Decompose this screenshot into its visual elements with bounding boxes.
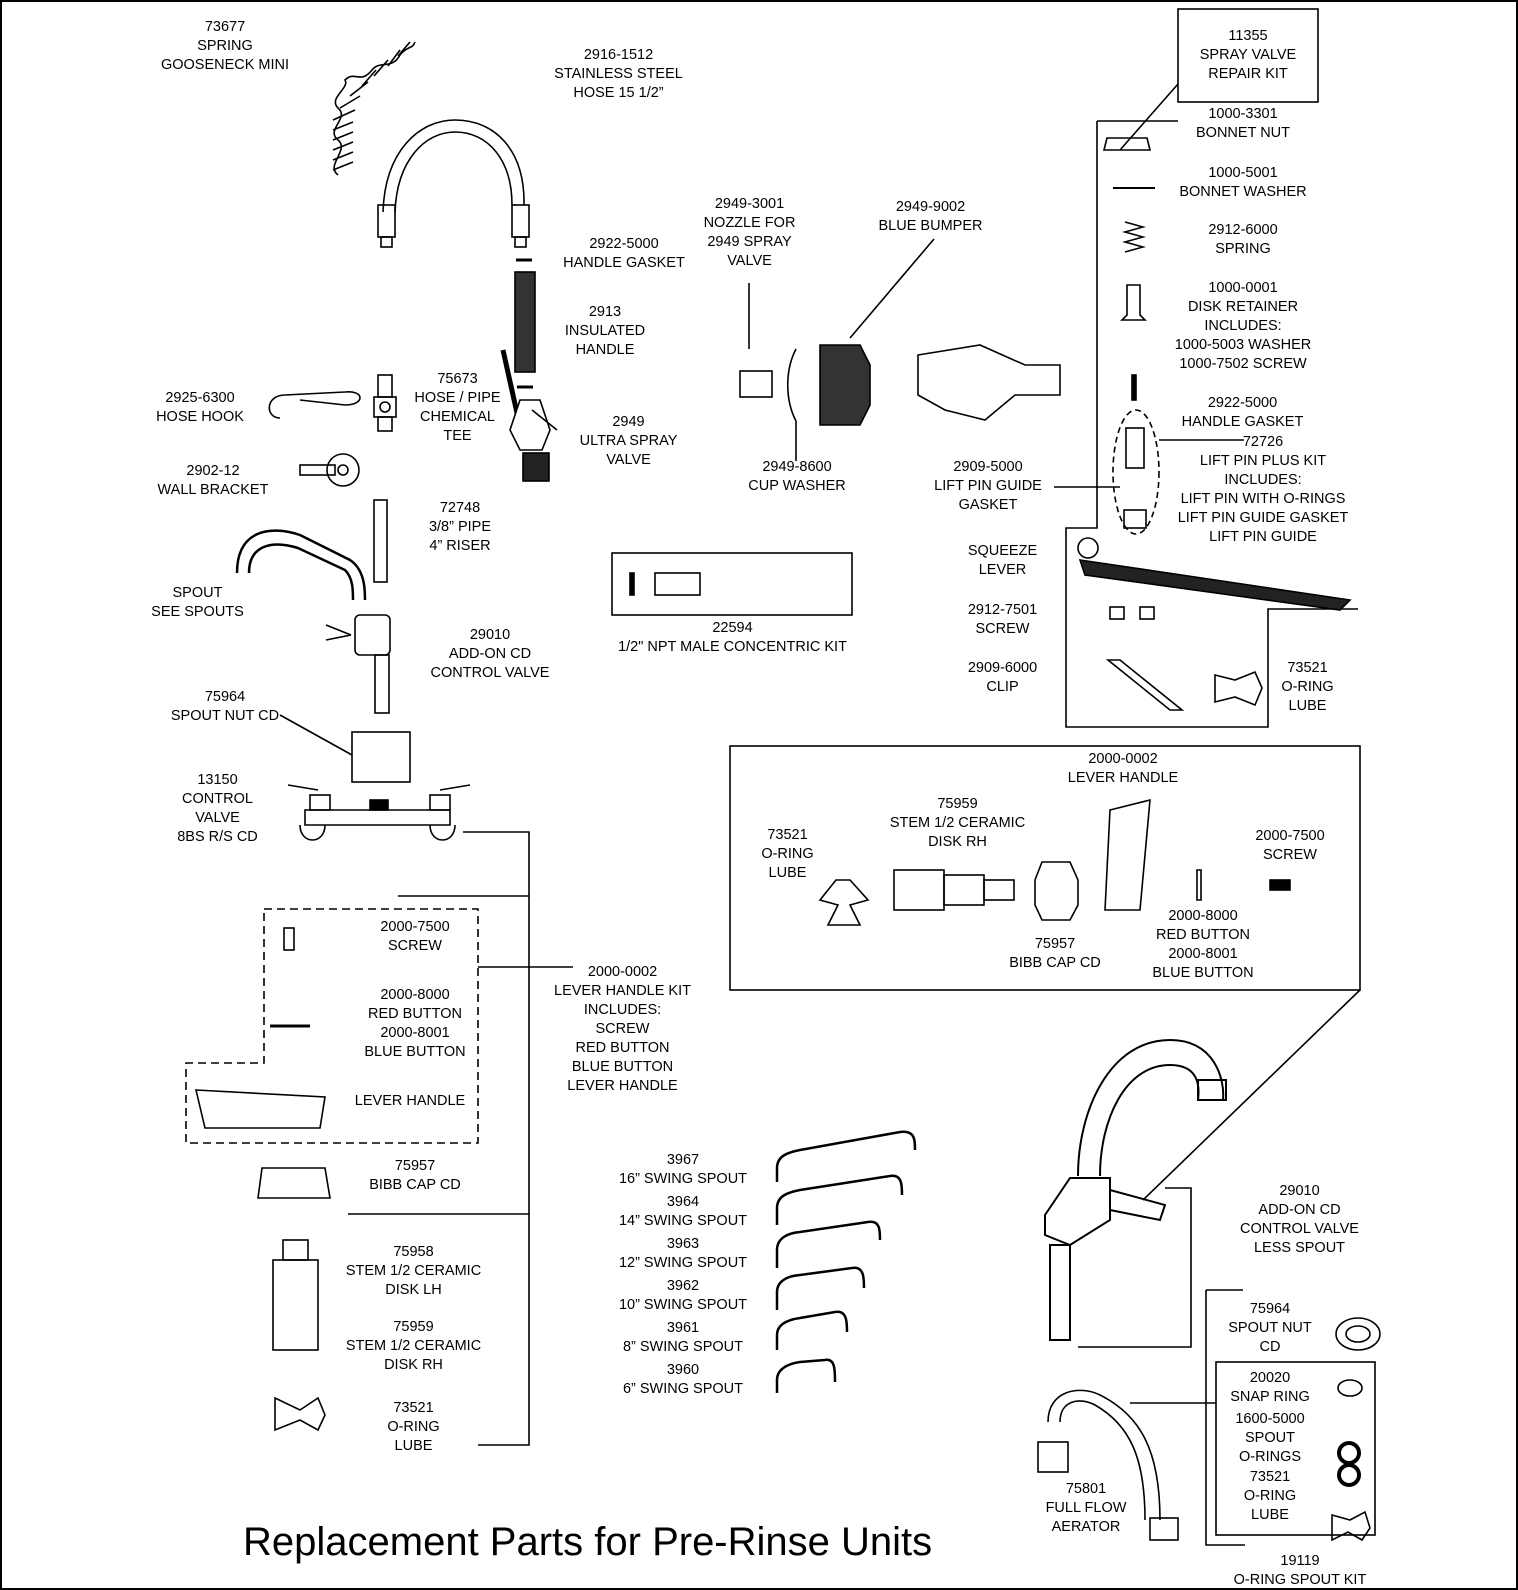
- swing-spouts-part: [775, 1130, 917, 1393]
- stem-rh-right-part: [893, 869, 945, 911]
- aerator-part: [1037, 1441, 1069, 1473]
- gooseneck-spring-part: [332, 41, 416, 176]
- clip-part: [1105, 659, 1185, 711]
- insulated-handle-part: [514, 271, 536, 373]
- concentric-kit-box: [611, 552, 853, 616]
- control-valve-part: [287, 784, 471, 841]
- riser-part: [373, 499, 388, 583]
- lever-handle-left-part: [194, 1089, 326, 1129]
- oring-lube-top-part: [1214, 670, 1263, 707]
- spray-valve-body-part: [917, 344, 1061, 421]
- hose-hook-part: [268, 391, 361, 419]
- stainless-hose-part: [377, 119, 530, 248]
- bibb-cap-right-part: [1034, 861, 1079, 921]
- oring-lube-br-part: [1331, 1510, 1371, 1542]
- oring-lube-mid-part: [818, 879, 870, 926]
- snap-ring-part: [1337, 1379, 1363, 1397]
- lever-handle-right-part: [1104, 798, 1151, 911]
- page-title: Replacement Parts for Pre-Rinse Units: [243, 1520, 933, 1564]
- disk-retainer-part: [1120, 284, 1147, 321]
- spout-nut-right-part: [1335, 1317, 1381, 1351]
- wall-bracket-part: [299, 453, 360, 487]
- addon-valve-part: [325, 614, 391, 714]
- stem-part: [282, 1239, 309, 1261]
- spring-part: [1122, 221, 1146, 253]
- bibb-cap-left-part: [257, 1167, 331, 1199]
- squeeze-lever-part: [1078, 559, 1352, 611]
- screw-right-part: [1269, 879, 1291, 891]
- spray-valve-part: [500, 349, 558, 482]
- nozzle-part: [739, 370, 773, 398]
- screw-left-part: [283, 927, 295, 951]
- bonnet-nut-part: [1102, 137, 1152, 151]
- right-spout-assembly-part: [1044, 1038, 1227, 1341]
- blue-bumper-part: [819, 344, 871, 426]
- label-lever-handle-left: LEVER HANDLE: [354, 1093, 466, 1109]
- chemical-tee-part: [373, 374, 397, 432]
- oring-lube-left-part: [274, 1396, 326, 1432]
- spout-part: [235, 529, 367, 601]
